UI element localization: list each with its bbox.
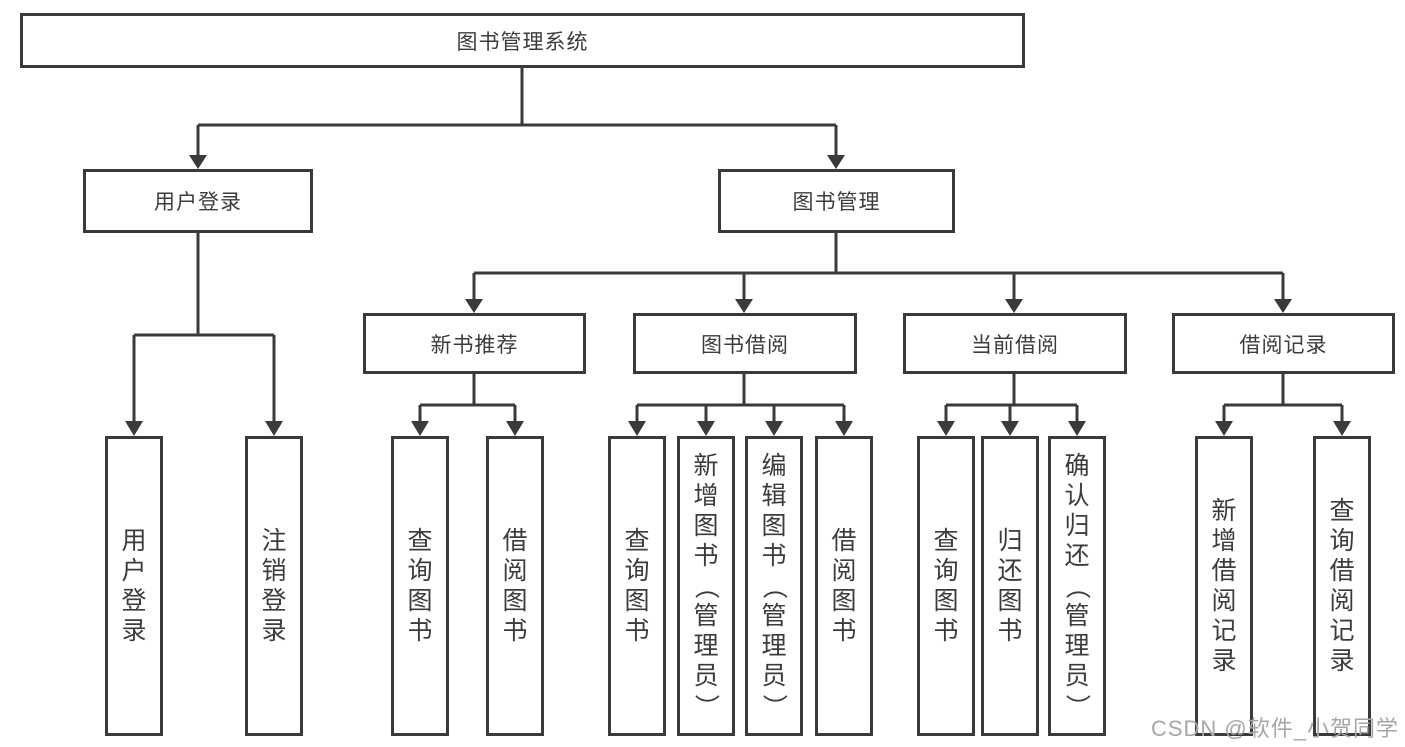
node-borrowing-records: 借阅记录 (1172, 313, 1395, 374)
csdn-watermark: CSDN @软件_小贺同学 (1150, 716, 1399, 741)
node-user-login-label: 用户登录 (154, 191, 242, 214)
leaf-borrow-books-recommend: 借阅图书 (486, 436, 544, 736)
leaf-borrow-books-recommend-label: 借阅图书 (502, 526, 528, 645)
leaf-confirm-return-admin-label: 确认归还（管理员） (1063, 451, 1092, 719)
leaf-query-books-current-label: 查询图书 (933, 526, 959, 645)
node-new-book-recommend: 新书推荐 (363, 313, 586, 374)
leaf-confirm-return-admin: 确认归还（管理员） (1048, 436, 1106, 736)
node-borrowing-records-label: 借阅记录 (1239, 333, 1328, 357)
node-user-login: 用户登录 (83, 169, 313, 233)
leaf-query-books-borrow-label: 查询图书 (624, 526, 650, 645)
node-root: 图书管理系统 (20, 13, 1025, 68)
leaf-logout: 注销登录 (245, 436, 303, 736)
leaf-query-borrow-record: 查询借阅记录 (1313, 436, 1371, 736)
leaf-borrow-books: 借阅图书 (815, 436, 873, 736)
node-new-book-recommend-label: 新书推荐 (430, 333, 519, 357)
leaf-edit-book-admin: 编辑图书（管理员） (745, 436, 803, 736)
leaf-add-borrow-record-label: 新增借阅记录 (1211, 496, 1237, 675)
node-root-label: 图书管理系统 (456, 30, 589, 54)
leaf-query-books-current: 查询图书 (917, 436, 975, 736)
leaf-user-login: 用户登录 (105, 436, 163, 736)
node-current-borrowing: 当前借阅 (903, 313, 1127, 374)
leaf-query-books-borrow: 查询图书 (608, 436, 666, 736)
leaf-return-books: 归还图书 (981, 436, 1039, 736)
leaf-query-borrow-record-label: 查询借阅记录 (1329, 496, 1355, 675)
leaf-add-borrow-record: 新增借阅记录 (1195, 436, 1253, 736)
leaf-query-books-recommend-label: 查询图书 (407, 526, 433, 645)
leaf-add-book-admin-label: 新增图书（管理员） (692, 451, 721, 719)
leaf-edit-book-admin-label: 编辑图书（管理员） (760, 451, 789, 719)
leaf-borrow-books-label: 借阅图书 (831, 526, 857, 645)
node-current-borrowing-label: 当前借阅 (971, 333, 1059, 357)
node-book-management: 图书管理 (718, 169, 955, 233)
node-book-management-label: 图书管理 (792, 191, 881, 214)
node-book-borrowing-label: 图书借阅 (701, 333, 789, 357)
leaf-user-login-label: 用户登录 (121, 526, 147, 645)
leaf-return-books-label: 归还图书 (997, 526, 1023, 645)
leaf-query-books-recommend: 查询图书 (391, 436, 449, 736)
leaf-add-book-admin: 新增图书（管理员） (677, 436, 735, 736)
leaf-logout-label: 注销登录 (261, 526, 287, 645)
node-book-borrowing: 图书借阅 (633, 313, 857, 374)
